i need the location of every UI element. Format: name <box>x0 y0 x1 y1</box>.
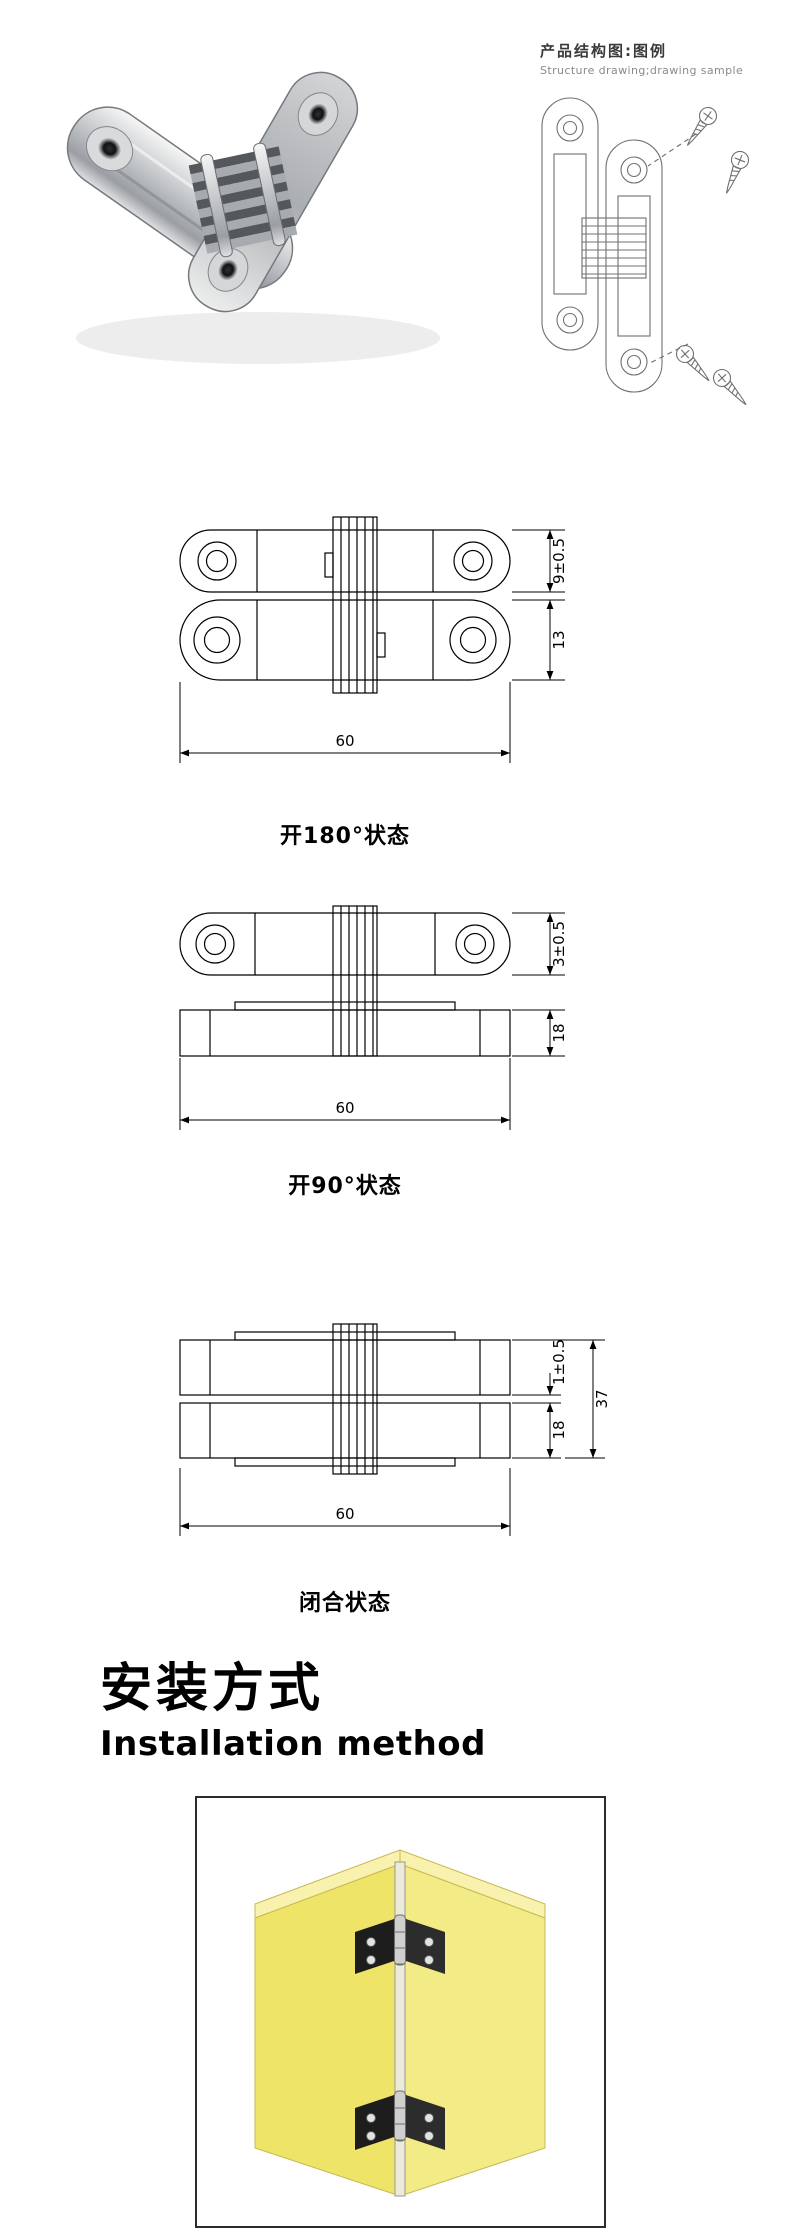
screw-head <box>366 1937 376 1947</box>
panel-left-face <box>254 1863 401 2197</box>
dimensions-90: 3±0.5 18 60 <box>179 912 568 1130</box>
caption-closed: 闭合状态 <box>298 1591 391 1616</box>
caption-open-180: 开180°状态 <box>280 824 410 849</box>
dim-label-3: 3±0.5 <box>550 921 568 967</box>
hinge-wing-right <box>403 2094 445 2150</box>
dimensions-180: 9±0.5 13 60 <box>179 529 568 763</box>
dim-label-60: 60 <box>335 1099 354 1117</box>
screw-head <box>366 1955 376 1965</box>
caption-open-90: 开90°状态 <box>288 1174 402 1199</box>
structure-legend-title-cn: 产品结构图:图例 <box>540 42 667 60</box>
screw-head <box>366 2113 376 2123</box>
dim-label-1: 1±0.5 <box>550 1339 568 1385</box>
photo-shadow <box>76 312 440 364</box>
installed-hinge-bottom <box>355 2090 445 2150</box>
link-stack <box>188 142 298 258</box>
dim-label-13: 13 <box>550 630 568 649</box>
dimensions-closed: 1±0.5 18 37 60 <box>179 1339 611 1536</box>
panel-right-top-edge <box>399 1849 546 1919</box>
dimension-drawing-closed: 1±0.5 18 37 60 <box>179 1323 611 1536</box>
installation-title-en: Installation method <box>100 1724 486 1764</box>
hinge-knuckle <box>394 1914 406 1966</box>
installation-illustration-box <box>195 1796 606 2228</box>
screw-head <box>424 2131 434 2141</box>
screw-head <box>424 1937 434 1947</box>
structure-drawing <box>541 97 753 411</box>
dimension-drawing-open-90: 3±0.5 18 60 <box>179 905 568 1130</box>
product-photo <box>66 71 440 364</box>
dim-label-60: 60 <box>335 1505 354 1523</box>
hinge-knuckle <box>394 2090 406 2142</box>
screw-icon <box>679 103 721 151</box>
installation-illustration <box>254 1849 546 2197</box>
dim-label-18: 18 <box>550 1420 568 1439</box>
screw-head <box>424 1955 434 1965</box>
dim-label-60: 60 <box>335 732 354 750</box>
installed-hinge-top <box>355 1914 445 1974</box>
structure-legend: 产品结构图:图例 Structure drawing;drawing sampl… <box>540 40 743 77</box>
hinge-structure-outline <box>541 97 697 393</box>
screw-head <box>366 2131 376 2141</box>
hinge-body-90 <box>179 905 511 1057</box>
hinge-wing-left <box>355 2094 397 2150</box>
panel-right-face <box>399 1863 546 2197</box>
hinge-wing-right <box>403 1918 445 1974</box>
hinge-body-closed <box>179 1323 511 1475</box>
hinge-wing-left <box>355 1918 397 1974</box>
hinge-body-180 <box>179 516 511 694</box>
structure-legend-title-en: Structure drawing;drawing sample <box>540 64 744 77</box>
panel-joint <box>394 1861 406 2197</box>
screw-icon <box>718 148 752 198</box>
dim-label-9: 9±0.5 <box>550 538 568 584</box>
installation-title-cn: 安装方式 <box>100 1659 325 1719</box>
screw-icon <box>709 365 753 411</box>
dim-label-18: 18 <box>550 1023 568 1042</box>
mounting-screws <box>672 103 753 411</box>
screw-head <box>424 2113 434 2123</box>
dimension-drawing-open-180: 9±0.5 13 60 <box>179 516 568 763</box>
dim-label-37: 37 <box>593 1389 611 1408</box>
